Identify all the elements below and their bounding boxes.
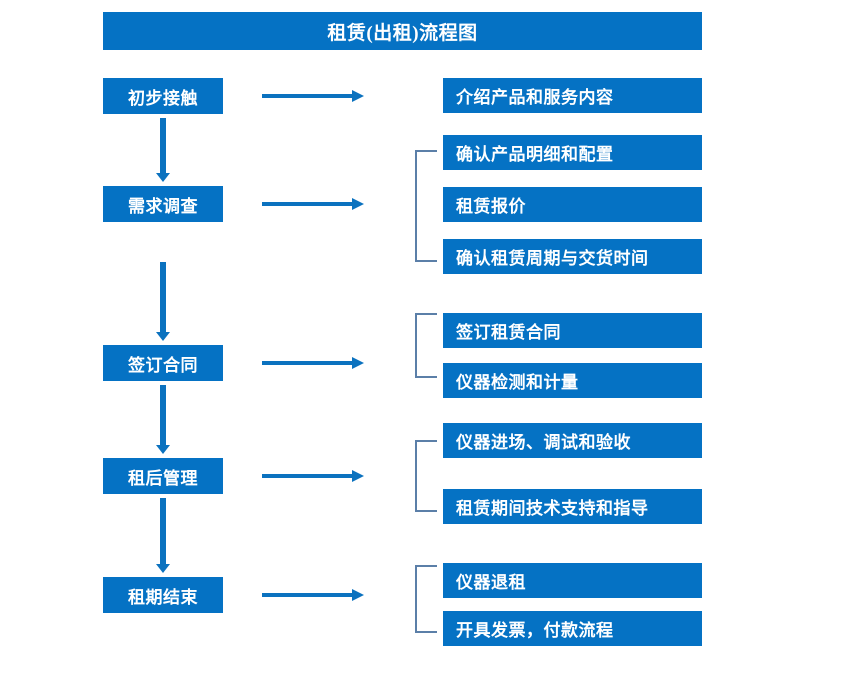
detail-box-g5-2[interactable]: 开具发票，付款流程	[443, 611, 702, 646]
detail-box-g1-1[interactable]: 介绍产品和服务内容	[443, 78, 702, 113]
right-arrow-1-head	[352, 90, 364, 102]
right-arrow-2	[262, 198, 364, 210]
down-arrow-1-head	[156, 173, 170, 182]
right-arrow-3-head	[352, 357, 364, 369]
right-arrow-5	[262, 589, 364, 601]
down-arrow-4-shaft	[160, 498, 166, 564]
page-title: 租赁(出租)流程图	[103, 12, 702, 50]
down-arrow-3	[156, 385, 170, 455]
right-arrow-4-shaft	[262, 474, 354, 478]
detail-box-g2-3[interactable]: 确认租赁周期与交货时间	[443, 239, 702, 274]
down-arrow-2-head	[156, 332, 170, 341]
right-arrow-3-shaft	[262, 361, 354, 365]
down-arrow-3-head	[156, 445, 170, 454]
detail-box-g4-2[interactable]: 租赁期间技术支持和指导	[443, 489, 702, 524]
down-arrow-2-shaft	[160, 262, 166, 332]
detail-box-g3-1[interactable]: 签订租赁合同	[443, 313, 702, 348]
detail-box-g4-1[interactable]: 仪器进场、调试和验收	[443, 423, 702, 458]
detail-box-g5-1[interactable]: 仪器退租	[443, 563, 702, 598]
stage-box-5[interactable]: 租期结束	[103, 577, 223, 613]
right-arrow-3	[262, 357, 364, 369]
right-arrow-5-shaft	[262, 593, 354, 597]
stage-box-3[interactable]: 签订合同	[103, 345, 223, 381]
right-arrow-4	[262, 470, 364, 482]
right-arrow-1	[262, 90, 364, 102]
down-arrow-1	[156, 118, 170, 182]
detail-box-g3-2[interactable]: 仪器检测和计量	[443, 363, 702, 398]
down-arrow-1-shaft	[160, 118, 166, 173]
detail-box-g2-1[interactable]: 确认产品明细和配置	[443, 135, 702, 170]
stage-box-2[interactable]: 需求调查	[103, 186, 223, 222]
right-arrow-1-shaft	[262, 94, 354, 98]
down-arrow-2	[156, 262, 170, 342]
right-arrow-4-head	[352, 470, 364, 482]
down-arrow-4-head	[156, 564, 170, 573]
down-arrow-4	[156, 498, 170, 574]
group-bracket-5	[415, 565, 437, 633]
stage-box-4[interactable]: 租后管理	[103, 458, 223, 494]
group-bracket-3	[415, 313, 437, 378]
right-arrow-5-head	[352, 589, 364, 601]
group-bracket-2	[415, 150, 437, 262]
right-arrow-2-head	[352, 198, 364, 210]
right-arrow-2-shaft	[262, 202, 354, 206]
group-bracket-4	[415, 440, 437, 512]
stage-box-1[interactable]: 初步接触	[103, 78, 223, 114]
down-arrow-3-shaft	[160, 385, 166, 445]
detail-box-g2-2[interactable]: 租赁报价	[443, 187, 702, 222]
